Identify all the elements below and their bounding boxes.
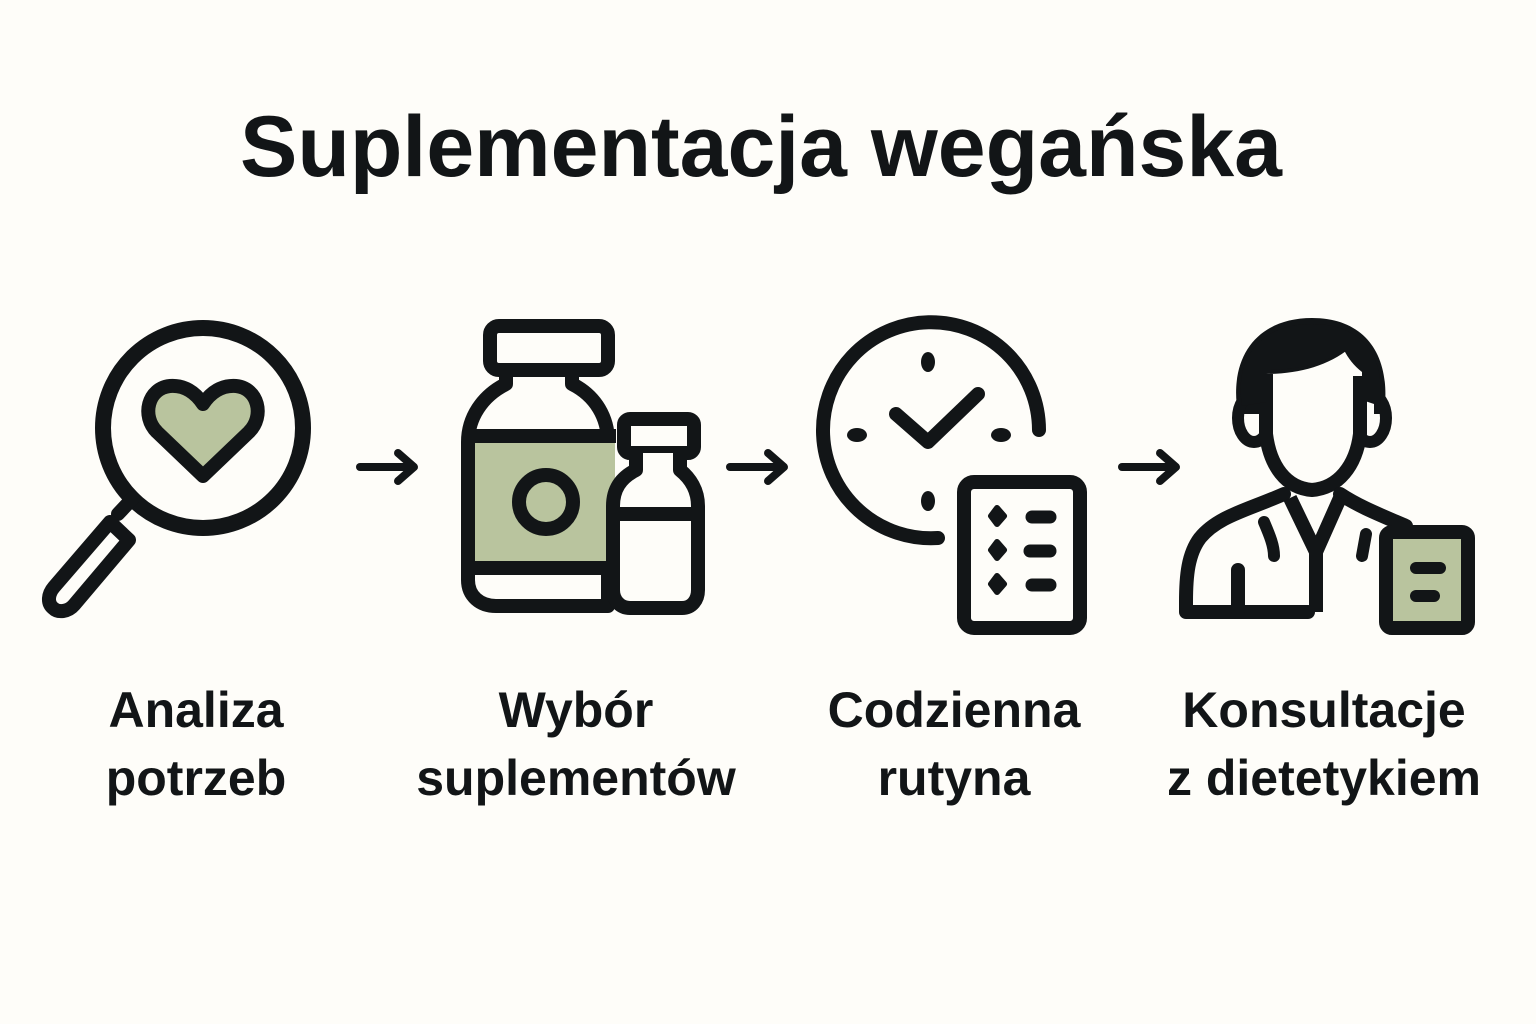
dietitian-icon — [1178, 306, 1476, 636]
arrow-right-icon — [352, 445, 420, 489]
step-label-line: Konsultacje — [1182, 682, 1466, 738]
page-title: Suplementacja wegańska — [240, 99, 1282, 195]
step-label-selection: Wybór suplementów — [366, 676, 786, 812]
step-label-line: rutyna — [877, 750, 1031, 806]
step-label-line: potrzeb — [105, 750, 287, 806]
step-label-line: Codzienna — [827, 682, 1081, 738]
step-label-line: Analiza — [108, 682, 284, 738]
step-label-consultation: Konsultacje z dietetykiem — [1114, 676, 1534, 812]
clock-checklist-icon — [814, 315, 1094, 636]
step-label-routine: Codzienna rutyna — [744, 676, 1164, 812]
step-label-line: suplementów — [416, 750, 736, 806]
step-label-analysis: Analiza potrzeb — [0, 676, 406, 812]
arrow-right-icon — [722, 445, 790, 489]
arrow-right-icon — [1114, 445, 1182, 489]
step-label-line: z dietetykiem — [1166, 750, 1481, 806]
step-label-line: Wybór — [498, 682, 654, 738]
magnifier-heart-icon — [42, 320, 320, 620]
supplement-bottles-icon — [458, 318, 708, 615]
